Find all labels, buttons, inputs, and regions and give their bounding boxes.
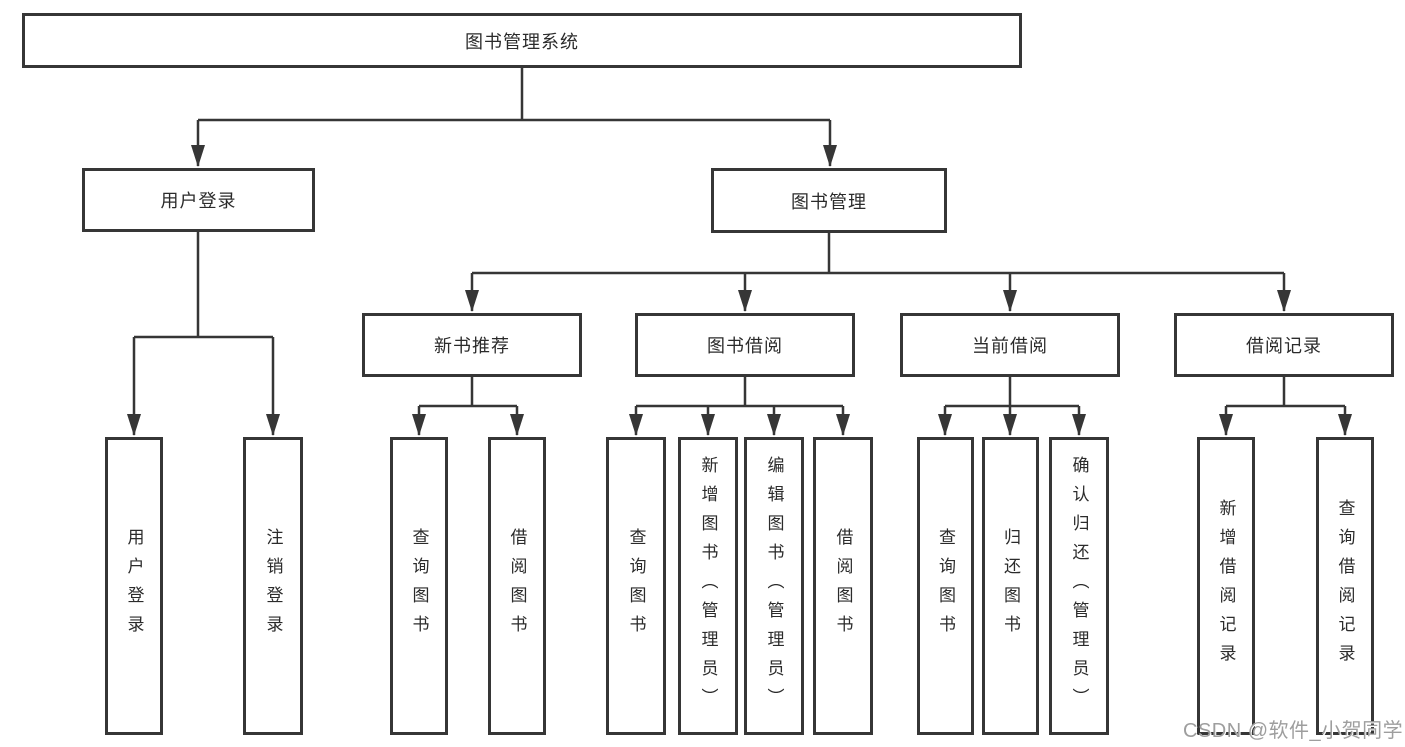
connector-book-borrow-branch bbox=[636, 377, 843, 408]
connector-book-mgmt-branch bbox=[472, 233, 1284, 275]
node-book-management-module: 图书管理 bbox=[711, 168, 947, 233]
node-br-query-record: 查询借阅记录 bbox=[1316, 437, 1374, 735]
node-br-add-record: 新增借阅记录 bbox=[1197, 437, 1255, 735]
node-root: 图书管理系统 bbox=[22, 13, 1022, 68]
node-bb-borrow-book: 借阅图书 bbox=[813, 437, 873, 735]
node-cb-return-book: 归还图书 bbox=[982, 437, 1039, 735]
node-label: 编辑图书（管理员） bbox=[764, 455, 784, 717]
node-label: 注销登录 bbox=[263, 528, 283, 644]
connector-current-borrow-branch bbox=[945, 377, 1079, 408]
node-label: 查询图书 bbox=[626, 528, 646, 644]
node-book-borrow: 图书借阅 bbox=[635, 313, 855, 377]
node-cb-confirm-return-admin: 确认归还（管理员） bbox=[1049, 437, 1109, 735]
node-label: 用户登录 bbox=[124, 528, 144, 644]
node-logout-action: 注销登录 bbox=[243, 437, 303, 735]
connector-user-login-branch bbox=[134, 232, 273, 339]
node-borrow-record: 借阅记录 bbox=[1174, 313, 1394, 377]
node-nb-borrow-book: 借阅图书 bbox=[488, 437, 546, 735]
node-cb-query-book: 查询图书 bbox=[917, 437, 974, 735]
node-label: 借阅图书 bbox=[507, 528, 527, 644]
node-user-login-module: 用户登录 bbox=[82, 168, 315, 232]
node-label: 借阅图书 bbox=[833, 528, 853, 644]
node-label: 确认归还（管理员） bbox=[1069, 455, 1089, 717]
node-user-login-action: 用户登录 bbox=[105, 437, 163, 735]
node-bb-edit-book-admin: 编辑图书（管理员） bbox=[744, 437, 804, 735]
node-bb-add-book-admin: 新增图书（管理员） bbox=[678, 437, 738, 735]
node-label: 查询图书 bbox=[936, 528, 955, 644]
connector-root-branch bbox=[198, 68, 830, 122]
node-bb-query-book: 查询图书 bbox=[606, 437, 666, 735]
connector-new-book-branch bbox=[419, 377, 517, 408]
node-label: 新增借阅记录 bbox=[1216, 499, 1236, 673]
node-label: 查询图书 bbox=[409, 528, 429, 644]
node-current-borrow: 当前借阅 bbox=[900, 313, 1120, 377]
connector-borrow-record-branch bbox=[1226, 377, 1345, 408]
node-label: 归还图书 bbox=[1001, 528, 1020, 644]
node-label: 新增图书（管理员） bbox=[698, 455, 718, 717]
node-label: 查询借阅记录 bbox=[1335, 499, 1355, 673]
node-new-book-recommend: 新书推荐 bbox=[362, 313, 582, 377]
watermark: CSDN @软件_小贺同学 bbox=[1183, 720, 1404, 742]
node-nb-query-book: 查询图书 bbox=[390, 437, 448, 735]
